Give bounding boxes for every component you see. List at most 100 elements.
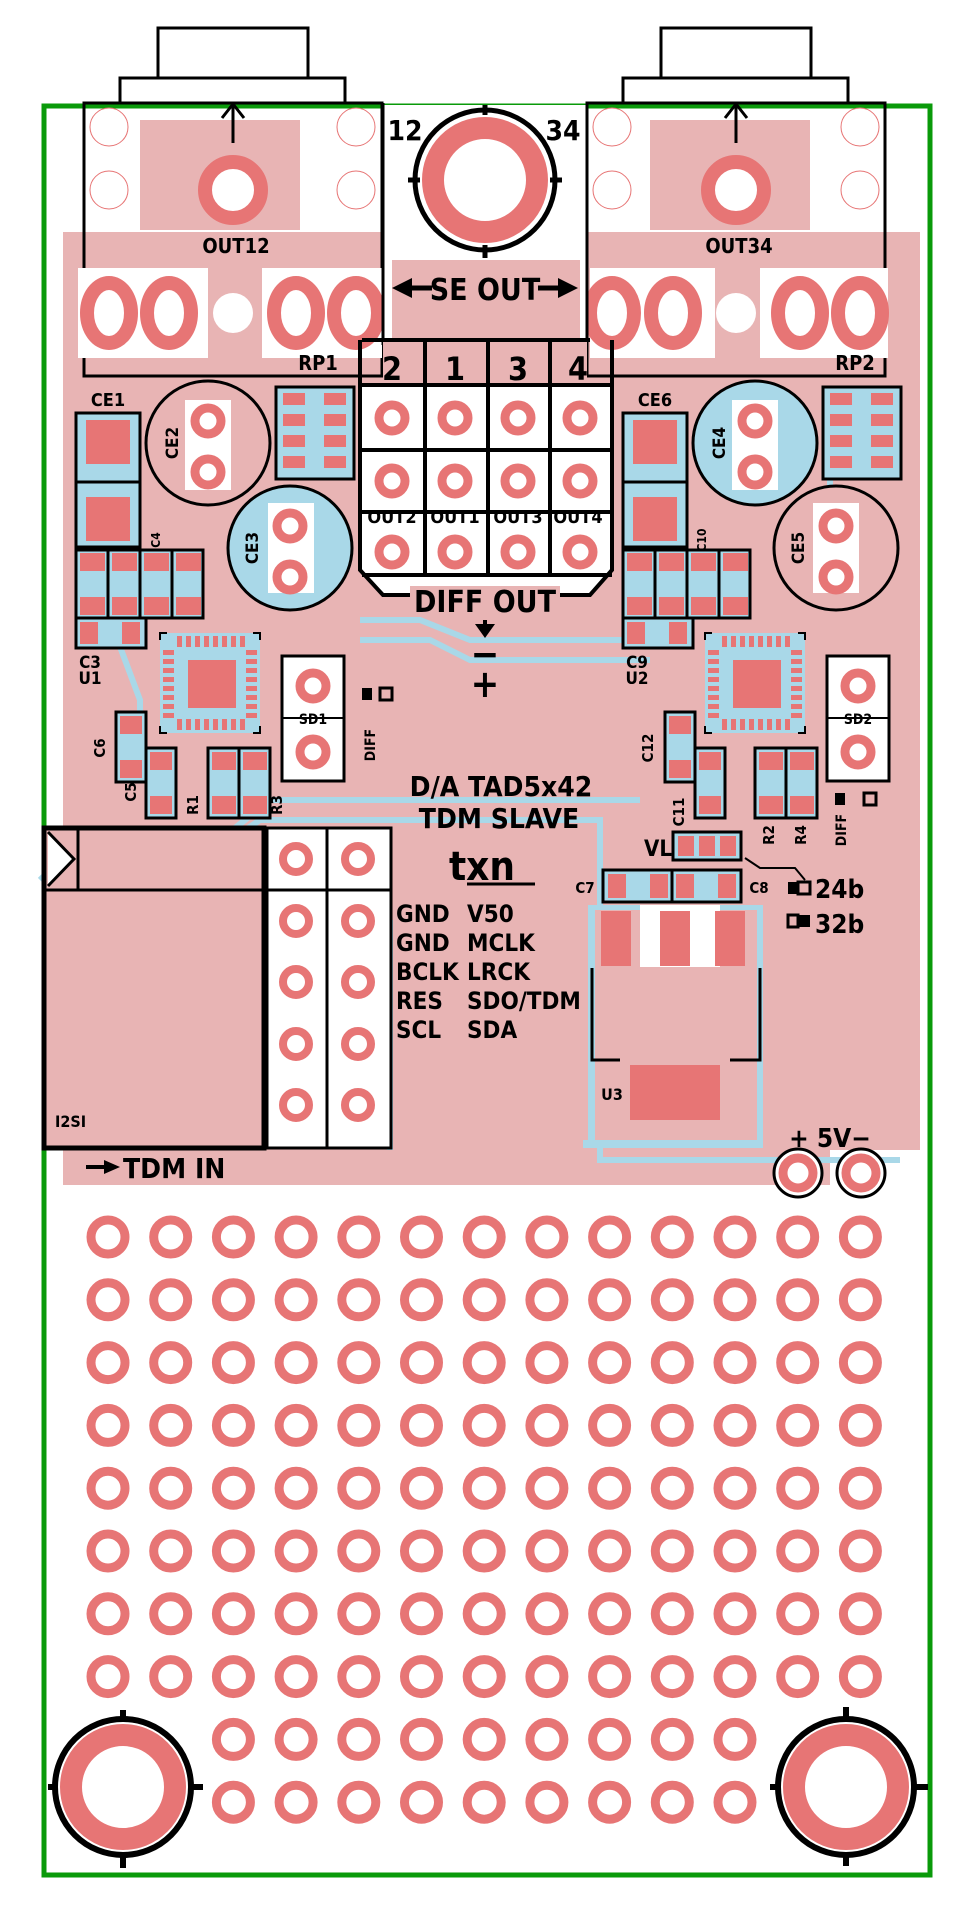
chip-pin xyxy=(231,719,236,730)
rp1-resistor-pack xyxy=(274,385,356,481)
chip-pin xyxy=(204,719,209,730)
perfboard-hole xyxy=(713,1278,757,1322)
perfboard-hole xyxy=(337,1592,381,1636)
diff-out-pad xyxy=(374,400,410,436)
chip-pin xyxy=(240,719,245,730)
perfboard-hole xyxy=(462,1278,506,1322)
perfboard-hole xyxy=(149,1466,193,1510)
chip-pin xyxy=(708,650,719,655)
power-5v-label: + 5V− xyxy=(789,1124,871,1154)
diff-out-pad xyxy=(437,400,473,436)
perfboard-hole xyxy=(713,1403,757,1447)
chip-pin xyxy=(186,636,191,647)
perfboard-hole xyxy=(776,1529,820,1573)
perfboard-hole xyxy=(462,1403,506,1447)
perfboard-hole xyxy=(400,1655,443,1699)
perfboard-hole xyxy=(149,1341,193,1385)
chip-pin xyxy=(195,636,200,647)
u1-label: U1 xyxy=(78,669,101,689)
diff-out-pad xyxy=(562,534,598,570)
chip-pin xyxy=(246,668,257,673)
perfboard-hole xyxy=(525,1341,569,1385)
i2s-label: I2SI xyxy=(55,1112,86,1131)
perfboard-hole xyxy=(650,1341,694,1385)
chip-pin xyxy=(749,636,754,647)
c4-label: C4 xyxy=(149,532,163,548)
diff-out-header xyxy=(358,338,614,616)
i2s-pin-pad xyxy=(279,842,313,876)
pin-label-right: SDO/TDM xyxy=(467,987,581,1015)
perfboard-hole xyxy=(776,1215,820,1259)
i2s-header xyxy=(41,825,393,1151)
diff-col-label: OUT4 xyxy=(553,507,602,528)
perfboard-hole xyxy=(274,1341,318,1385)
perfboard-hole xyxy=(86,1592,130,1636)
perfboard-hole xyxy=(86,1655,130,1699)
perfboard-hole xyxy=(588,1466,632,1510)
perfboard-hole xyxy=(713,1341,757,1385)
se-out-tag-12: 12 xyxy=(387,114,422,147)
format-24b-label: 24b xyxy=(815,875,864,905)
diff-col-label: OUT3 xyxy=(493,507,542,528)
diff-out-pad xyxy=(374,534,410,570)
perfboard-hole xyxy=(588,1278,632,1322)
c7-c8-capacitors xyxy=(601,868,743,904)
perfboard-hole xyxy=(211,1592,255,1636)
perfboard-hole xyxy=(713,1592,757,1636)
perfboard-hole xyxy=(713,1215,757,1259)
chip-pin xyxy=(708,713,719,718)
u3-regulator xyxy=(583,905,763,1148)
perfboard-hole xyxy=(86,1215,130,1259)
r1-label: R1 xyxy=(184,795,202,815)
perfboard-hole xyxy=(525,1655,569,1699)
i2s-pin-pad xyxy=(279,1088,313,1122)
perfboard-hole xyxy=(86,1278,130,1322)
board-title: D/A TAD5x42 xyxy=(410,770,593,803)
perfboard-hole xyxy=(149,1592,193,1636)
perfboard-hole xyxy=(525,1592,569,1636)
perfboard-hole xyxy=(400,1341,443,1385)
sd2-jumper xyxy=(825,654,891,783)
pin-label-left: GND xyxy=(396,929,450,957)
chip-pin xyxy=(163,686,174,691)
chip-pin xyxy=(767,719,772,730)
diff-out-pad xyxy=(500,400,536,436)
c9-label: C9 xyxy=(626,653,648,673)
chip-pin xyxy=(163,659,174,664)
ce4-label: CE4 xyxy=(710,427,730,459)
r3-label: R3 xyxy=(268,795,286,815)
perfboard-hole xyxy=(462,1655,506,1699)
tdm-in-label: TDM IN xyxy=(123,1152,225,1185)
perfboard-hole xyxy=(274,1403,318,1447)
board-subtitle: TDM SLAVE xyxy=(419,802,579,835)
chip-pin xyxy=(240,636,245,647)
perfboard-hole xyxy=(650,1592,694,1636)
perfboard-hole xyxy=(86,1529,130,1573)
perfboard-hole xyxy=(462,1717,506,1761)
perfboard-hole xyxy=(462,1529,506,1573)
diff-out-pad xyxy=(437,463,473,499)
diff-out-label: DIFF OUT xyxy=(414,585,557,620)
format-32b-label: 32b xyxy=(815,910,864,940)
chip-pin xyxy=(708,659,719,664)
ce4-capacitor xyxy=(691,379,819,507)
perfboard-hole xyxy=(400,1403,443,1447)
perfboard-hole xyxy=(462,1341,506,1385)
rp2-label: RP2 xyxy=(835,351,875,375)
perfboard-hole xyxy=(588,1655,632,1699)
vl-jumper xyxy=(671,830,806,881)
c6-c5-r1-r3 xyxy=(114,710,272,820)
chip-pin xyxy=(722,636,727,647)
perfboard-hole xyxy=(776,1466,820,1510)
perfboard-hole xyxy=(650,1780,694,1824)
logo-text: txn xyxy=(449,844,515,890)
chip-pin xyxy=(791,668,802,673)
perfboard-hole xyxy=(149,1278,193,1322)
perfboard-hole xyxy=(525,1278,569,1322)
perfboard-hole xyxy=(650,1717,694,1761)
i2s-pin-pad xyxy=(341,1088,375,1122)
chip-pin xyxy=(758,636,763,647)
perfboard-hole xyxy=(211,1529,255,1573)
perfboard-hole xyxy=(776,1403,820,1447)
i2s-pin-pad xyxy=(341,842,375,876)
